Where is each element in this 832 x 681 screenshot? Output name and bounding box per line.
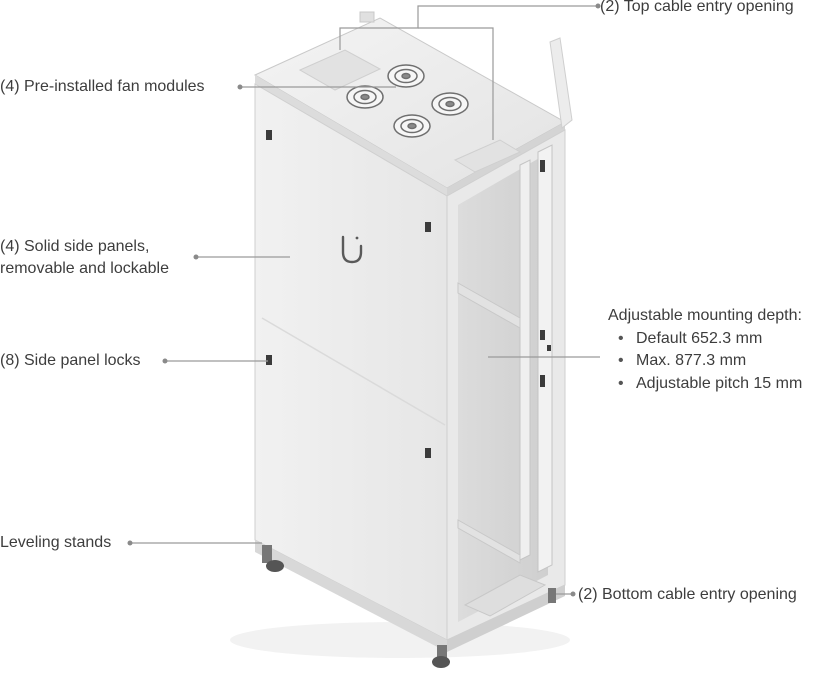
lock-icon (266, 355, 272, 365)
caster-icon (266, 560, 284, 572)
ubiquiti-u-logo-icon (341, 235, 363, 264)
callout-depth: Adjustable mounting depth: •Default 652.… (608, 305, 802, 395)
fan-icon (387, 64, 425, 88)
callout-side-panels-line2: removable and lockable (0, 260, 169, 277)
leveling-stands (262, 545, 556, 668)
fan-icon (346, 85, 384, 109)
base-front-edge (255, 540, 447, 652)
leveling-foot-icon (262, 545, 272, 563)
lock-icon (425, 222, 431, 232)
top-front-edge (255, 75, 447, 196)
mounting-rail (519, 159, 531, 561)
callout-locks: (8) Side panel locks (0, 352, 141, 369)
lock-icon (425, 448, 431, 458)
depth-title: Adjustable mounting depth: (608, 307, 802, 324)
top-cable-opening-right (453, 139, 522, 173)
depth-item: •Max. 877.3 mm (618, 352, 747, 369)
callout-dots (127, 3, 601, 597)
fan-modules (346, 64, 469, 138)
bottom-cable-opening (463, 574, 547, 617)
lock-icon (266, 130, 272, 140)
top-bracket (359, 11, 375, 23)
leveling-foot-icon (437, 645, 447, 663)
top-right-edge (447, 122, 565, 196)
depth-adjust-bar (457, 282, 521, 329)
side-panel-seam (261, 317, 446, 426)
caster-icon (432, 656, 450, 668)
callout-leader-lines (130, 5, 600, 595)
mounting-rail (537, 144, 553, 573)
side-panel-locks (266, 130, 431, 458)
leveling-foot-icon (548, 588, 556, 603)
bottom-bar (457, 519, 521, 564)
top-cable-opening-left (298, 49, 382, 91)
callout-top-cable: (2) Top cable entry opening (600, 0, 794, 15)
callout-fans: (4) Pre-installed fan modules (0, 78, 205, 95)
depth-item: •Adjustable pitch 15 mm (618, 374, 803, 392)
depth-item: •Default 652.3 mm (618, 329, 763, 347)
leader-top-cable-2 (418, 27, 494, 140)
fan-icon (393, 114, 431, 138)
base-right-edge (447, 585, 565, 652)
rail-brackets (540, 160, 551, 387)
callout-bottom-cable: (2) Bottom cable entry opening (578, 586, 797, 603)
callout-side-panels-line1: (4) Solid side panels, (0, 238, 150, 255)
rear-door-edge (549, 37, 573, 129)
callout-leveling: Leveling stands (0, 534, 112, 551)
fan-icon (431, 92, 469, 116)
